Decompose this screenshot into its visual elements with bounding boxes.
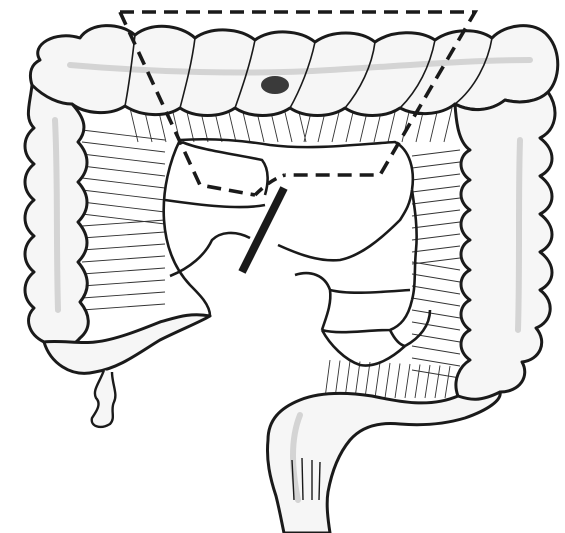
mesentery-fan-line bbox=[412, 234, 460, 240]
transection-bar bbox=[242, 188, 284, 272]
mesentery-fan-line bbox=[412, 346, 460, 354]
mesentery-fan-line bbox=[405, 364, 410, 398]
mesentery-fan-line bbox=[82, 166, 165, 176]
mesentery-fan-line bbox=[412, 150, 460, 156]
mesentery-fan-line bbox=[412, 274, 460, 282]
mesentery-fan-line bbox=[415, 365, 420, 399]
mesentery-fan-line bbox=[82, 220, 165, 226]
mesentery-fan-line bbox=[412, 162, 460, 168]
mesentery-fan-line bbox=[82, 202, 165, 212]
mesentery-fan-line bbox=[228, 108, 236, 142]
mesentery-fan-line bbox=[365, 362, 370, 398]
mesentery-fan-line bbox=[82, 190, 165, 200]
mesentery-fan-line bbox=[412, 358, 460, 366]
mesentery-fan-line bbox=[412, 322, 460, 330]
mesentery-fan-line bbox=[412, 298, 460, 306]
mesentery-fan-line bbox=[412, 198, 460, 204]
mesentery-fan-line bbox=[375, 363, 380, 399]
mesentery-fan-line bbox=[82, 154, 165, 164]
appendix bbox=[92, 370, 116, 427]
mesentery-fan-line bbox=[435, 366, 440, 399]
mesenteric-vessels bbox=[164, 139, 430, 365]
mesentery-fan-line bbox=[82, 232, 165, 238]
mesentery-fan-line bbox=[425, 365, 430, 398]
mesentery-fan-line bbox=[445, 366, 450, 398]
mesentery-fan-line bbox=[412, 262, 460, 270]
mesentery-fan-line bbox=[82, 244, 165, 250]
mesentery-fan-line bbox=[412, 222, 460, 228]
mesentery-fan-line bbox=[82, 268, 165, 274]
mesentery-fan-line bbox=[82, 214, 165, 224]
mesentery-fan-line bbox=[284, 108, 292, 142]
mesentery-fan-line bbox=[82, 178, 165, 188]
mesentery-fan-line bbox=[395, 364, 400, 399]
mesentery-fan-line bbox=[82, 142, 165, 152]
mesentery-fan-line bbox=[82, 130, 165, 140]
mesentery-fan-line bbox=[82, 292, 165, 298]
mesentery-fan-line bbox=[412, 210, 460, 216]
mesentery-fan-line bbox=[444, 108, 452, 142]
mesentery-fan-line bbox=[412, 174, 460, 180]
mesentery-fan-line bbox=[82, 280, 165, 286]
descending-colon bbox=[455, 92, 555, 400]
mesentery-fan-line bbox=[355, 362, 360, 399]
mesentery-fan-line bbox=[412, 310, 460, 318]
mesentery-fan-line bbox=[412, 246, 460, 252]
mesentery-fan-line bbox=[412, 186, 460, 192]
mesentery-fan-line bbox=[82, 256, 165, 262]
mesentery-fan-line bbox=[82, 304, 165, 310]
mesentery-fan-line bbox=[385, 363, 390, 398]
tumor-lesion bbox=[261, 76, 289, 94]
mesentery-fan-line bbox=[412, 286, 460, 294]
